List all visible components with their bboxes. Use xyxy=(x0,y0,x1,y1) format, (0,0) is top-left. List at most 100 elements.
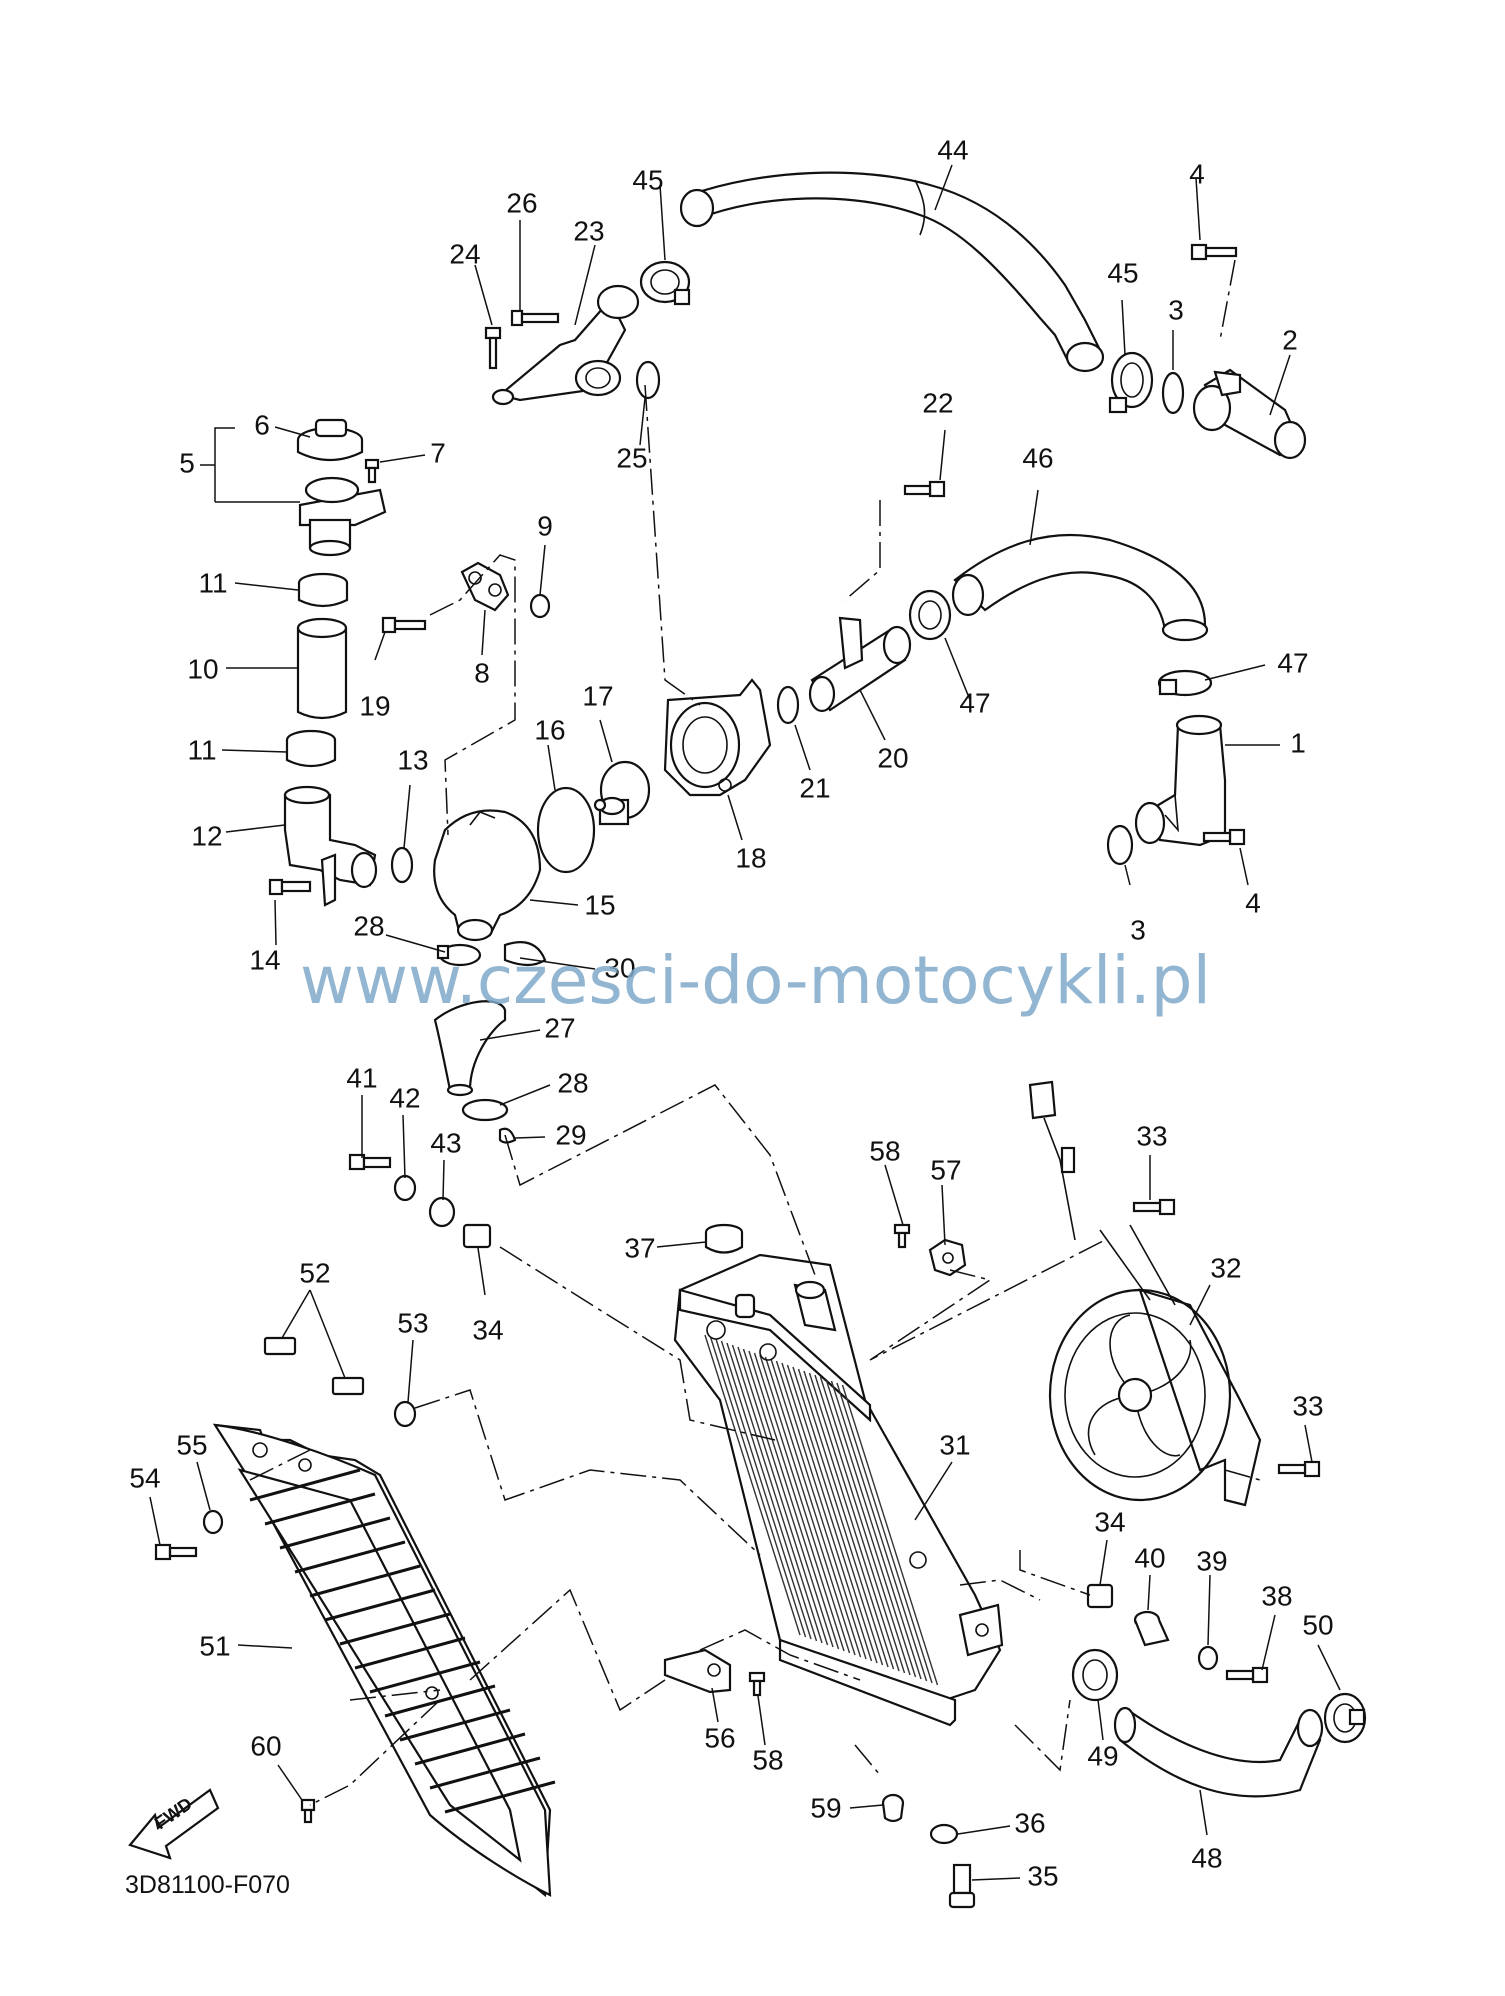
bracket-56 xyxy=(663,1648,732,1694)
guard-slat-line xyxy=(309,1564,421,1598)
collar-42 xyxy=(393,1174,417,1202)
callout-55: 55 xyxy=(176,1429,207,1460)
callout-26: 26 xyxy=(506,187,537,218)
part-code: 3D81100-F070 xyxy=(125,1871,290,1899)
callout-39: 39 xyxy=(1196,1545,1227,1576)
elbow-pipe-1 xyxy=(1134,714,1227,847)
callout-17: 17 xyxy=(582,680,613,711)
washer-36 xyxy=(929,1823,959,1845)
callout-52: 52 xyxy=(299,1257,330,1288)
callout-21: 21 xyxy=(799,772,830,803)
thermostat-cover-18 xyxy=(663,678,772,797)
leader-lines xyxy=(149,164,1341,1881)
bolt-26 xyxy=(510,309,560,327)
callout-11: 11 xyxy=(187,734,216,765)
radiator-fin-line xyxy=(819,1376,917,1678)
washer-55 xyxy=(202,1509,224,1535)
guard-slat-line xyxy=(414,1732,526,1766)
assembly-lines xyxy=(249,259,1261,1806)
bolt-4a xyxy=(1190,243,1238,261)
callout-16: 16 xyxy=(534,714,565,745)
callout-56: 56 xyxy=(704,1722,735,1753)
callout-6: 6 xyxy=(254,409,270,440)
callout-42: 42 xyxy=(389,1082,420,1113)
nut-34a xyxy=(462,1223,492,1249)
screw-60 xyxy=(300,1798,316,1824)
callout-58: 58 xyxy=(752,1744,783,1775)
radiator-fin-line xyxy=(808,1372,906,1674)
radiator-fin-line xyxy=(814,1374,911,1676)
filler-neck-5 xyxy=(298,476,387,557)
callout-27: 27 xyxy=(544,1012,575,1043)
radiator-fin-line xyxy=(841,1384,939,1686)
callout-11: 11 xyxy=(198,567,227,598)
screw-7 xyxy=(364,458,380,484)
callout-29: 29 xyxy=(555,1119,586,1150)
radiator-fin-line xyxy=(759,1354,856,1656)
callout-36: 36 xyxy=(1014,1807,1045,1838)
o-ring-3a xyxy=(1161,371,1185,415)
thermostat-17 xyxy=(593,760,651,826)
radiator-31 xyxy=(673,1253,1004,1727)
bolt-19 xyxy=(381,616,427,634)
hose-clamp-45 xyxy=(639,260,691,306)
guard-slat-line xyxy=(249,1468,361,1502)
bolt-54 xyxy=(154,1543,198,1561)
callout-43: 43 xyxy=(430,1127,461,1158)
clamp-50 xyxy=(1323,1692,1367,1744)
callout-35: 35 xyxy=(1027,1860,1058,1891)
callout-25: 25 xyxy=(616,442,647,473)
radiator-fin-line xyxy=(737,1346,834,1648)
elbow-pipe-12 xyxy=(283,785,378,907)
callout-53: 53 xyxy=(397,1307,428,1338)
callout-9: 9 xyxy=(537,510,553,541)
bracket-8 xyxy=(460,561,510,612)
washer-39 xyxy=(1197,1645,1219,1671)
radiator-fin-line xyxy=(731,1344,829,1646)
callout-7: 7 xyxy=(430,437,446,468)
callout-2: 2 xyxy=(1282,324,1298,355)
radiator-fin-line xyxy=(720,1340,818,1642)
grommet-59 xyxy=(881,1793,905,1823)
grommet-53 xyxy=(393,1400,417,1428)
callout-60: 60 xyxy=(250,1730,281,1761)
guard-slat-line xyxy=(399,1708,511,1742)
callout-20: 20 xyxy=(877,742,908,773)
callout-33: 33 xyxy=(1136,1120,1167,1151)
callout-50: 50 xyxy=(1302,1609,1333,1640)
o-ring-16 xyxy=(536,786,596,874)
callout-45: 45 xyxy=(1107,257,1138,288)
fwd-arrow-icon: FWD xyxy=(128,1788,220,1860)
guard-slat-line xyxy=(324,1588,436,1622)
callout-3: 3 xyxy=(1130,914,1146,945)
callout-1: 1 xyxy=(1290,727,1306,758)
callout-54: 54 xyxy=(129,1462,160,1493)
callout-13: 13 xyxy=(397,744,428,775)
radiator-fin-line xyxy=(715,1338,812,1640)
callout-47: 47 xyxy=(959,687,990,718)
bolt-33b xyxy=(1277,1460,1321,1478)
radiator-fin-line xyxy=(803,1370,900,1672)
fan-motor-32 xyxy=(1028,1080,1262,1507)
nut-9 xyxy=(529,593,551,619)
pad-52b xyxy=(331,1376,365,1396)
cap-37 xyxy=(704,1223,744,1254)
callout-38: 38 xyxy=(1261,1580,1292,1611)
fitting-2 xyxy=(1192,368,1307,460)
bolt-24 xyxy=(484,326,502,370)
radiator-fin-line xyxy=(742,1348,840,1650)
clamp-49 xyxy=(1071,1648,1119,1702)
band-11b xyxy=(285,729,337,768)
callout-32: 32 xyxy=(1210,1252,1241,1283)
o-ring-21 xyxy=(776,685,800,725)
bolt-4b xyxy=(1202,828,1246,846)
callout-3: 3 xyxy=(1168,294,1184,325)
band-11a xyxy=(297,572,349,608)
callout-49: 49 xyxy=(1087,1740,1118,1771)
screw-58b xyxy=(748,1671,766,1697)
bolt-41 xyxy=(348,1153,392,1171)
guard-slat-line xyxy=(354,1636,466,1670)
bolt-14 xyxy=(268,878,312,896)
radiator-fin-line xyxy=(792,1366,889,1668)
